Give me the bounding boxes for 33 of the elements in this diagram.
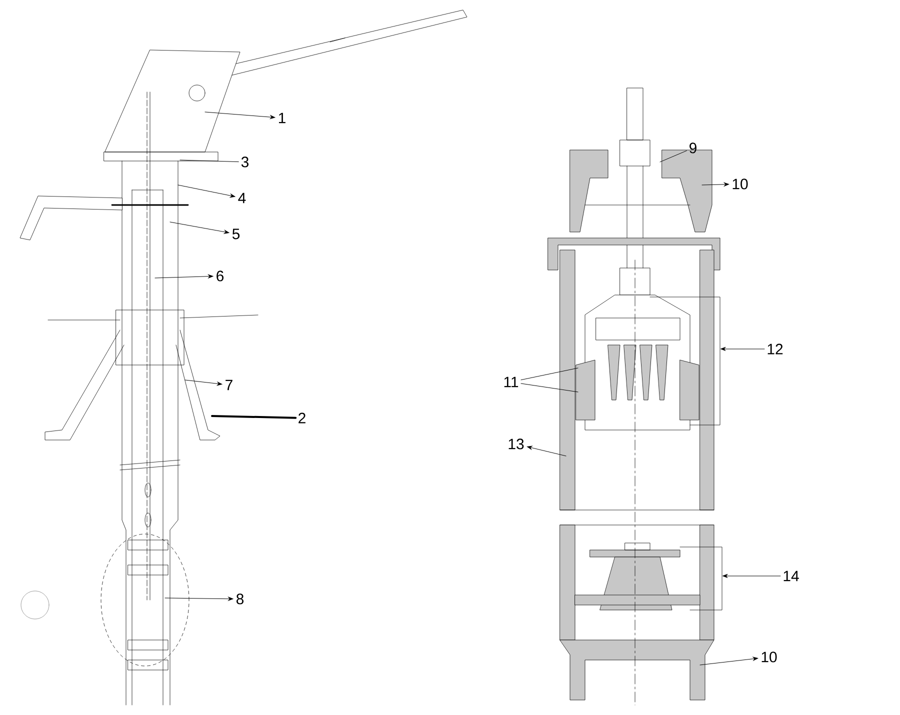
leader-line: [520, 368, 578, 380]
callout-number: 7: [226, 380, 232, 390]
callout-number: 11: [504, 376, 518, 388]
callout-number: 10: [762, 652, 777, 662]
callout-number: 6: [216, 270, 224, 282]
callout-number: 4: [238, 192, 246, 204]
leader-line: [722, 574, 781, 578]
leader-line: [720, 347, 765, 351]
callout-number: 12: [768, 344, 783, 354]
leader-line: [180, 160, 239, 162]
leader-line: [164, 596, 234, 601]
callout-number: 8: [236, 594, 244, 604]
leader-line: [184, 380, 222, 386]
callout-number: 1: [278, 112, 286, 124]
callout-number: 5: [232, 228, 240, 240]
leader-line: [178, 184, 236, 198]
leader-line: [154, 274, 214, 278]
callout-number: 14: [784, 570, 799, 582]
leader-line: [204, 112, 276, 120]
leader-line: [702, 182, 729, 186]
bracket: [680, 546, 722, 610]
callout-number: 3: [241, 156, 249, 168]
callout-number: 10: [732, 178, 748, 190]
leader-line: [520, 383, 578, 392]
leader-line: [660, 150, 687, 162]
leader-line: [211, 415, 297, 419]
bracket: [650, 296, 720, 426]
leader-line: [170, 222, 230, 234]
callout-number: 13: [508, 438, 524, 450]
leader-line: [700, 656, 758, 666]
callout-number: 2: [298, 412, 306, 424]
callout-number: 9: [690, 142, 696, 154]
leader-line: [527, 446, 566, 456]
